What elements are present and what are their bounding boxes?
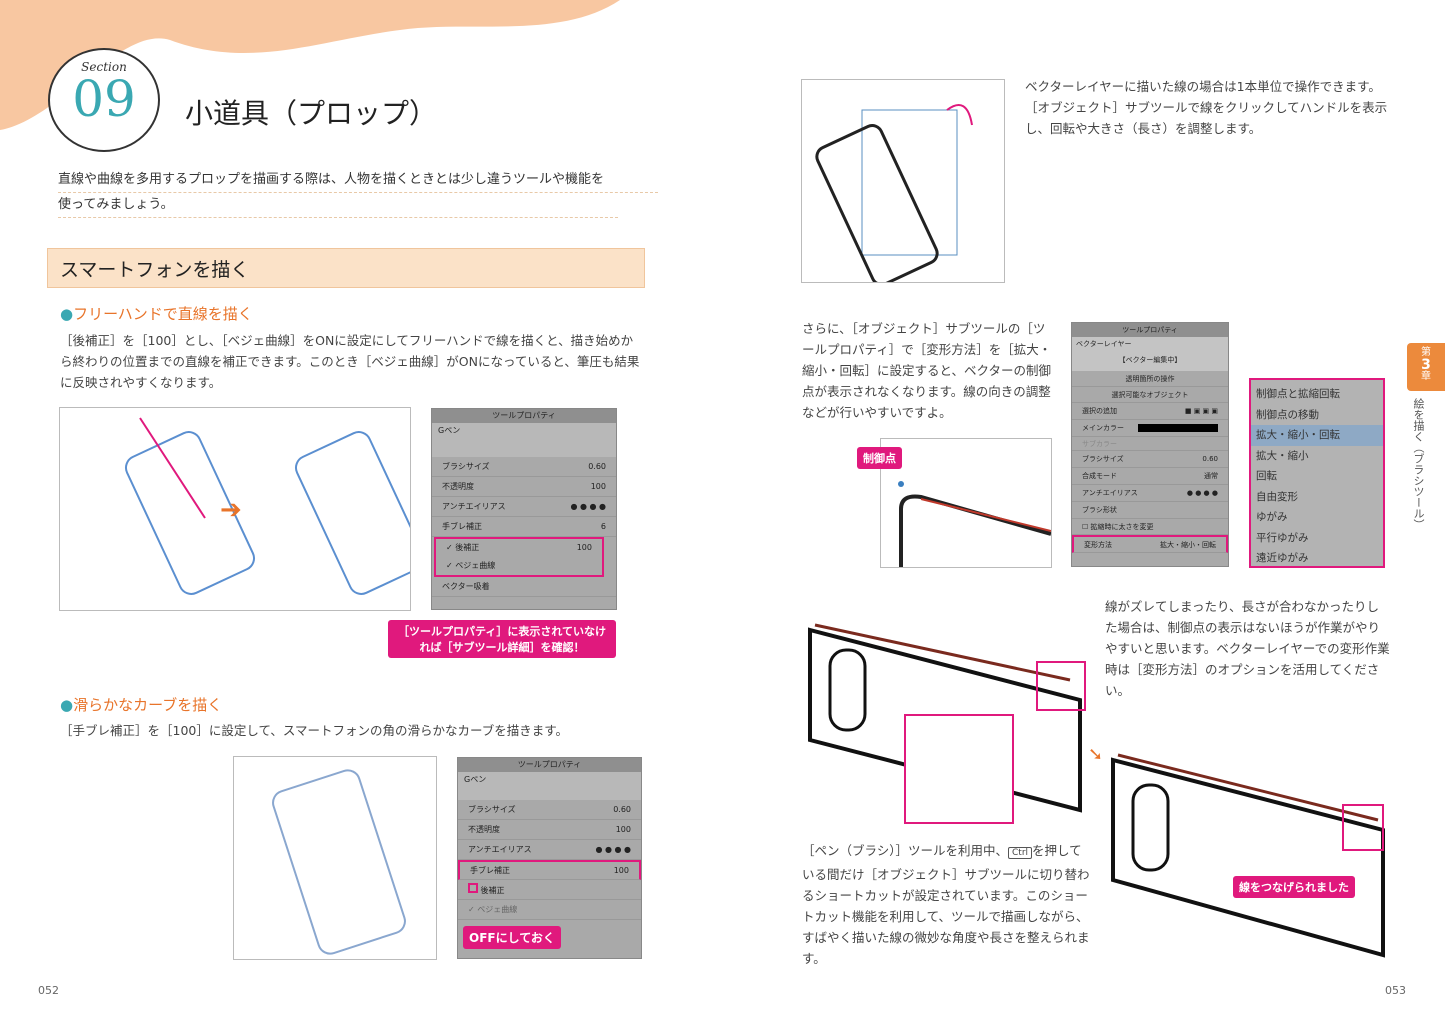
subheading-straight: ●フリーハンドで直線を描く	[60, 305, 253, 323]
text: ［ペン（ブラシ）］ツールを利用中、	[802, 843, 1009, 858]
callout-joined: 線をつなげられました	[1233, 876, 1355, 898]
callout-control-point: 制御点	[857, 447, 902, 469]
page-number-right: 053	[1385, 984, 1406, 997]
dropdown[interactable]: 選択可能なオブジェクト	[1072, 387, 1228, 403]
lead-text: 直線や曲線を多用するプロップを描画する際は、人物を描くときとは少し違うツールや機…	[58, 168, 658, 218]
lead-line: 直線や曲線を多用するプロップを描画する際は、人物を描くときとは少し違うツールや機…	[58, 168, 658, 193]
panel-title: ツールプロパティ	[458, 758, 641, 772]
checkbox-row[interactable]: ✓ ベジェ曲線	[458, 900, 641, 920]
prop-row[interactable]: メインカラー	[1072, 420, 1228, 437]
prop-row[interactable]: 選択の追加■ ▣ ▣ ▣	[1072, 403, 1228, 420]
body-text: さらに、［オブジェクト］サブツールの［ツールプロパティ］で［変形方法］を［拡大・…	[802, 321, 1052, 420]
callout-check-subtool: ［ツールプロパティ］に表示されていなければ［サブツール詳細］を確認！	[388, 620, 616, 658]
tool-name: Gペン	[458, 772, 641, 800]
transform-method-row[interactable]: 変形方法拡大・縮小・回転	[1072, 535, 1228, 553]
illustration-misaligned-line	[808, 623, 1086, 824]
menu-item[interactable]: 自由変形	[1256, 490, 1298, 503]
panel-title: ツールプロパティ	[1072, 323, 1228, 337]
arrow-icon	[139, 417, 206, 519]
illustration-straight-line: ➔	[59, 407, 411, 611]
rotate-arrow-icon	[946, 104, 973, 126]
checkbox-row[interactable]: ☐ 拡縮時に太さを変更	[1072, 519, 1228, 535]
illustration-joined-line: ➘	[1088, 744, 1385, 958]
prop-row[interactable]: ベクター吸着	[432, 577, 616, 597]
layer-name: ベクターレイヤー	[1076, 340, 1132, 348]
page-number-left: 052	[38, 984, 59, 997]
chapter-suffix: 章	[1421, 371, 1431, 382]
prop-row[interactable]: ブラシ形状	[1072, 502, 1228, 519]
transform-method-menu: 制御点と拡縮回転 制御点の移動 拡大・縮小・回転 拡大・縮小 回転 自由変形 ゆ…	[1249, 378, 1385, 568]
chapter-number: 3	[1421, 357, 1431, 373]
prop-row[interactable]: アンチエイリアス● ● ● ●	[432, 497, 616, 517]
prop-row[interactable]: 合成モード通常	[1072, 468, 1228, 485]
dropdown[interactable]: 透明箇所の操作	[1072, 371, 1228, 387]
body-text: 線がズレてしまったり、長さが合わなかったりした場合は、制御点の表示はないほうが作…	[1105, 599, 1390, 698]
menu-item[interactable]: 拡大・縮小	[1256, 449, 1309, 462]
text: を押している間だけ［オブジェクト］サブツールに切り替わるショートカットが設定され…	[802, 843, 1090, 966]
subheading-curve: ●滑らかなカーブを描く	[60, 696, 223, 714]
illustration-control-points	[880, 438, 1052, 568]
menu-item[interactable]: 制御点の移動	[1256, 408, 1319, 421]
body-text: ［手ブレ補正］を［100］に設定して、スマートフォンの角の滑らかなカーブを描きま…	[60, 723, 568, 738]
illustration-curve	[233, 756, 437, 960]
edit-status: 【ベクター編集中】	[1118, 356, 1182, 364]
chapter-label: 第	[1421, 347, 1431, 358]
tool-property-panel-3: ツールプロパティ ベクターレイヤー【ベクター編集中】 透明箇所の操作 選択可能な…	[1071, 322, 1229, 567]
subheading-text: 滑らかなカーブを描く	[73, 696, 223, 714]
decorative-wave	[0, 0, 620, 130]
checkbox-row[interactable]: ✓ ベジェ曲線	[446, 561, 496, 570]
tool-name: Gペン	[432, 423, 616, 457]
menu-item[interactable]: 制御点と拡縮回転	[1256, 388, 1340, 400]
chapter-title: 絵を描く（ブラシツール）	[1412, 398, 1425, 530]
prop-row[interactable]: アンチエイリアス● ● ● ●	[458, 840, 641, 860]
section-heading: スマートフォンを描く	[47, 248, 645, 288]
right-arrow-icon: ➔	[220, 495, 242, 525]
arrow-icon: ➘	[1088, 744, 1103, 765]
menu-item[interactable]: 回転	[1256, 470, 1277, 482]
menu-item-selected[interactable]: 拡大・縮小・回転	[1251, 425, 1383, 446]
body-text: ［後補正］を［100］とし、［ベジェ曲線］をONに設定にしてフリーハンドで線を描…	[60, 333, 640, 390]
prop-row[interactable]: サブカラー	[1072, 437, 1228, 451]
callout-off: OFFにしておく	[463, 926, 561, 949]
section-badge: Section 09	[48, 48, 160, 152]
checkbox-row[interactable]: 後補正	[458, 880, 641, 900]
subheading-text: フリーハンドで直線を描く	[73, 305, 253, 323]
illustration-vector-handle	[801, 79, 1005, 283]
section-number: 09	[72, 70, 136, 128]
layer-info: ベクターレイヤー【ベクター編集中】	[1072, 337, 1228, 371]
ctrl-key-icon: Ctrl	[1008, 847, 1033, 859]
section-label: Section	[81, 60, 127, 74]
body-text: ベクターレイヤーに描いた線の場合は1本単位で操作できます。［オブジェクト］サブツ…	[1025, 79, 1388, 136]
menu-item[interactable]: 遠近ゆがみ	[1256, 552, 1309, 564]
menu-item[interactable]: 平行ゆがみ	[1256, 531, 1309, 544]
lead-line: 使ってみましょう。	[58, 193, 618, 218]
panel-title: ツールプロパティ	[432, 409, 616, 423]
menu-item[interactable]: ゆがみ	[1256, 511, 1288, 523]
prop-row[interactable]: アンチエイリアス● ● ● ●	[1072, 485, 1228, 502]
page-title: 小道具（プロップ）	[185, 97, 438, 130]
